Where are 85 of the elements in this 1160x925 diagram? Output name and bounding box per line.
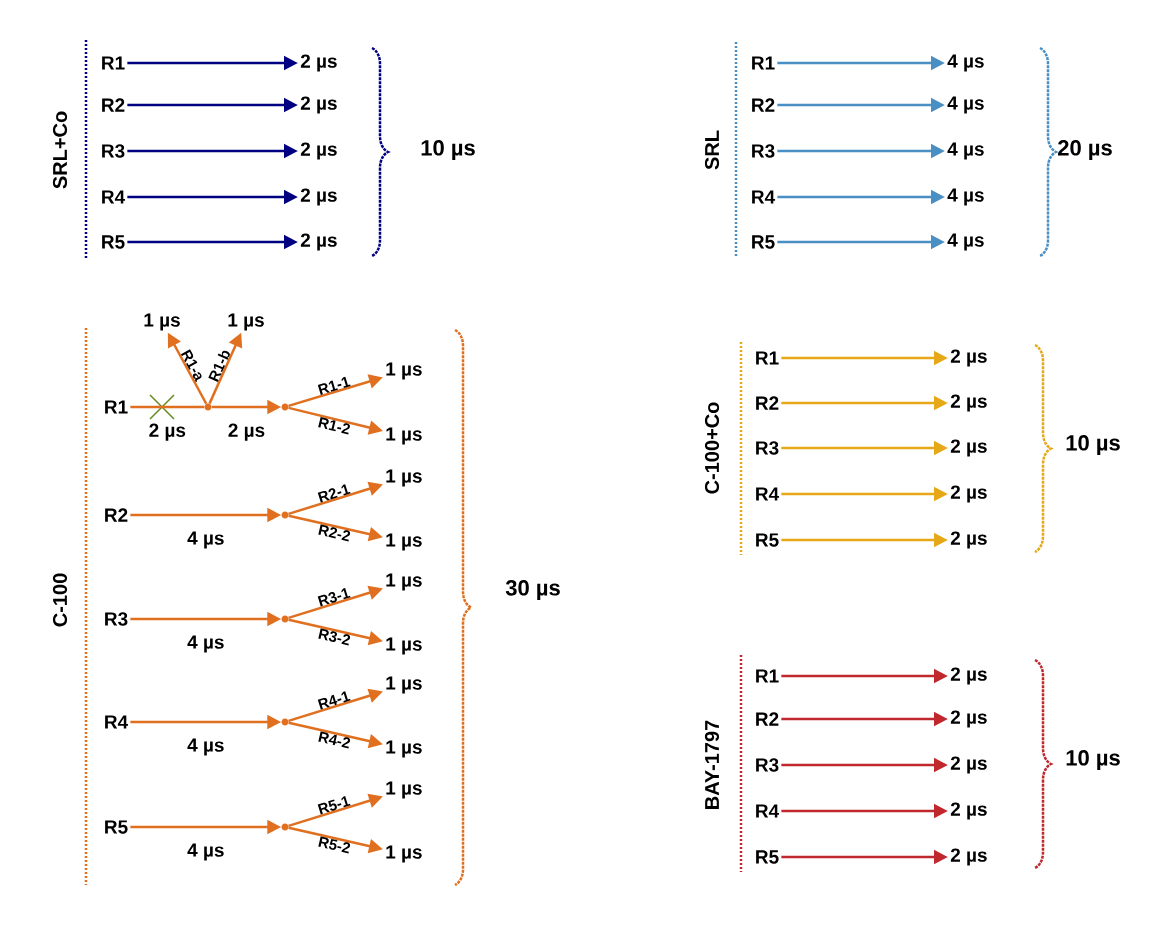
total-time: 10 µs bbox=[1066, 750, 1120, 770]
time-label: 2 µs bbox=[950, 710, 987, 728]
row-label: R2 bbox=[756, 396, 779, 410]
group-label: SRL bbox=[704, 130, 720, 170]
edge-label: R3-1 bbox=[317, 588, 351, 607]
group-label: C-100+Co bbox=[704, 402, 720, 494]
row-label: R2 bbox=[756, 712, 779, 726]
time-label: 4 µs bbox=[947, 142, 984, 160]
edge-label: R1-1 bbox=[317, 376, 351, 395]
time-label: 1 µs bbox=[386, 740, 422, 758]
time-label: 2 µs bbox=[950, 848, 987, 866]
time-label: 2 µs bbox=[950, 349, 987, 367]
time-label: 1 µs bbox=[386, 533, 422, 551]
row-label: R5 bbox=[752, 235, 775, 249]
time-label: 2 µs bbox=[950, 439, 987, 457]
total-time: 10 µs bbox=[1066, 435, 1120, 455]
row-label: R4 bbox=[105, 715, 129, 729]
row-label: R5 bbox=[756, 850, 779, 864]
edge-label: R2-1 bbox=[317, 484, 351, 503]
edge-label: R4-1 bbox=[317, 691, 351, 710]
time-label: 2 µs bbox=[950, 667, 987, 685]
time-label: 1 µs bbox=[228, 313, 264, 331]
row-label: R3 bbox=[752, 144, 775, 158]
time-label: 2 µs bbox=[300, 188, 337, 206]
duration-label: 2 µs bbox=[228, 423, 265, 441]
row-label: R3 bbox=[756, 441, 779, 455]
edge-label: R1-2 bbox=[318, 417, 350, 435]
row-label: R4 bbox=[752, 190, 776, 204]
time-label: 2 µs bbox=[300, 96, 337, 114]
edge-label: R2-2 bbox=[318, 524, 351, 542]
row-label: R1 bbox=[752, 56, 775, 70]
total-time: 30 µs bbox=[505, 580, 560, 600]
time-label: 2 µs bbox=[950, 394, 987, 412]
duration-label: 4 µs bbox=[187, 738, 224, 756]
time-label: 4 µs bbox=[947, 188, 984, 206]
row-label: R3 bbox=[105, 612, 128, 626]
duration-label: 2 µs bbox=[149, 423, 186, 441]
row-label: R4 bbox=[102, 190, 126, 204]
time-label: 4 µs bbox=[947, 233, 984, 251]
time-label: 1 µs bbox=[144, 313, 180, 331]
time-label: 1 µs bbox=[386, 469, 422, 487]
row-label: R1 bbox=[756, 669, 779, 683]
edge-label: R5-1 bbox=[317, 796, 351, 815]
duration-label: 4 µs bbox=[187, 531, 224, 549]
row-label: R4 bbox=[756, 804, 780, 818]
row-label: R3 bbox=[756, 758, 779, 772]
edge-label: R4-2 bbox=[318, 731, 351, 749]
time-label: 1 µs bbox=[386, 427, 422, 445]
edge-label: R3-2 bbox=[318, 628, 351, 646]
row-label: R1 bbox=[102, 56, 125, 70]
row-label: R1 bbox=[756, 351, 779, 365]
edge-label: R1-b bbox=[208, 350, 230, 382]
row-label: R3 bbox=[102, 144, 125, 158]
time-label: 1 µs bbox=[386, 676, 422, 694]
time-label: 2 µs bbox=[300, 54, 337, 72]
row-label: R2 bbox=[105, 508, 128, 522]
time-label: 1 µs bbox=[386, 573, 422, 591]
time-label: 2 µs bbox=[950, 531, 987, 549]
row-label: R5 bbox=[756, 533, 779, 547]
time-label: 1 µs bbox=[386, 637, 422, 655]
time-label: 1 µs bbox=[386, 362, 422, 380]
group-label: C-100 bbox=[52, 573, 68, 627]
duration-label: 4 µs bbox=[187, 635, 224, 653]
total-time: 10 µs bbox=[421, 140, 475, 160]
group-label: SRL+Co bbox=[52, 111, 68, 189]
duration-label: 4 µs bbox=[187, 843, 224, 861]
edge-label: R5-2 bbox=[318, 836, 351, 854]
row-label: R1 bbox=[105, 400, 128, 414]
time-label: 4 µs bbox=[947, 54, 984, 72]
time-label: 2 µs bbox=[300, 233, 337, 251]
row-label: R4 bbox=[756, 487, 780, 501]
time-label: 2 µs bbox=[950, 756, 987, 774]
group-label: BAY-1797 bbox=[704, 720, 720, 809]
row-label: R2 bbox=[752, 98, 775, 112]
row-label: R5 bbox=[102, 235, 125, 249]
time-label: 1 µs bbox=[386, 781, 422, 799]
time-label: 1 µs bbox=[386, 845, 422, 863]
edge-label: R1-a bbox=[180, 349, 202, 382]
time-label: 4 µs bbox=[947, 96, 984, 114]
total-time: 20 µs bbox=[1058, 140, 1112, 160]
time-label: 2 µs bbox=[300, 142, 337, 160]
time-label: 2 µs bbox=[950, 485, 987, 503]
row-label: R5 bbox=[105, 820, 128, 834]
time-label: 2 µs bbox=[950, 802, 987, 820]
row-label: R2 bbox=[102, 98, 125, 112]
